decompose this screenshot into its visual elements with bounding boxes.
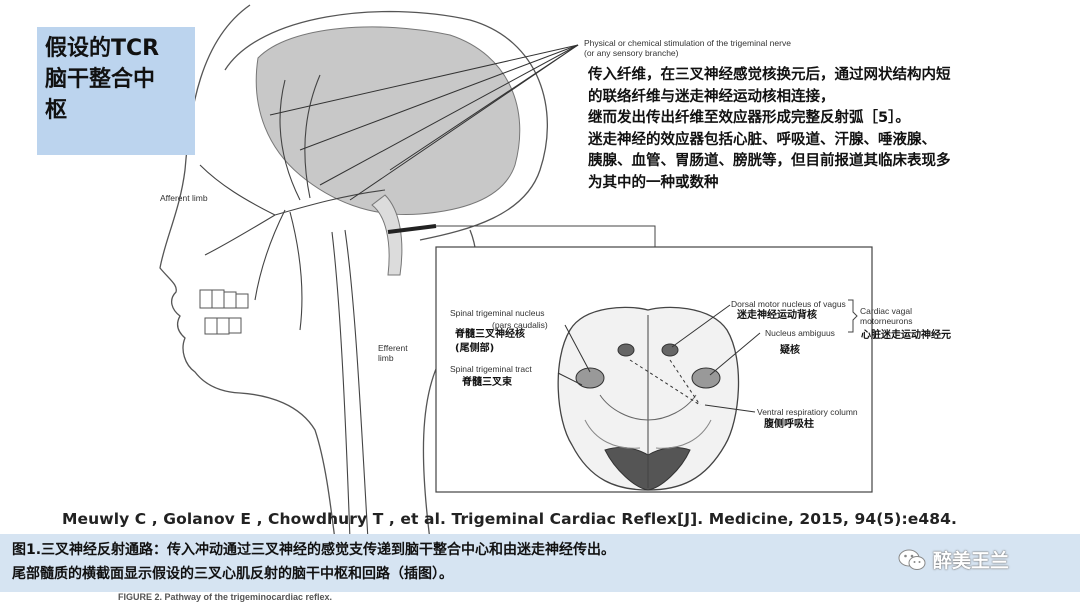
watermark-text: 醉美王兰 [933,550,1010,572]
tooth [228,317,242,334]
pointer-line [319,44,579,186]
efferent-limb-label: Efferent limb [378,343,408,363]
inset-connector [436,225,656,247]
cardiac-brace [848,299,858,333]
wechat-icon [898,549,926,570]
figure-caption-cn: 图1.三叉神经反射通路：传入冲动通过三叉神经的感觉支传递到脑干整合中心和由迷走神… [12,542,616,582]
cardiac-vagal-line2: motorneurons [860,316,913,326]
section-marker [387,224,437,234]
inset-pointer [709,332,761,376]
pointer-line [299,44,579,151]
nerve-branch-6 [304,74,321,199]
spinal-trigeminal-nucleus-label: Spinal trigeminal nucleus [450,308,545,318]
brainstem [371,194,403,276]
pars-caudalis-label: (pars caudalis) [492,320,548,330]
inset-pointer [564,324,591,373]
tooth [216,317,230,335]
inset-pointer [704,404,756,413]
stimulation-label: Physical or chemical stimulation of the … [584,38,791,58]
tooth [235,293,249,309]
vagus-nerve [344,229,369,541]
tcr-title-box: 假设的TCR 脑干整合中 枢 [37,27,195,155]
spinal-tract-cn-label: 脊髓三叉束 [462,377,512,388]
nucleus-ambiguus-label: Nucleus ambiguus [765,328,835,338]
skull-outline [224,10,548,241]
tooth [211,289,225,309]
efferent-label-line1: Efferent [378,343,408,353]
vagus-nerve-2 [331,231,351,541]
tooth [204,317,218,335]
watermark: 醉美王兰 [897,546,1009,573]
figure-caption-en: FIGURE 2. Pathway of the trigeminocardia… [118,592,333,602]
nerve-branch-2 [289,211,303,331]
tooth [199,289,213,309]
stimulation-label-line2: (or any sensory branche) [584,48,679,58]
pointer-line [389,44,579,171]
head-outline [159,4,336,541]
cardiac-vagal-line1: Cardiac vagal [860,306,912,316]
nerve-branch-4 [204,214,276,256]
nerve-branch-3 [199,164,276,216]
cardiac-vagal-label: Cardiac vagal motorneurons [860,306,912,326]
brain-region [255,26,521,216]
pointer-line [269,44,579,116]
spinal-trigeminal-tract-label: Spinal trigeminal tract [450,364,532,374]
trigeminal-nerve [274,189,386,216]
tooth [223,291,237,309]
spinal-nucleus-cn-label: 脊髓三叉神经核 [455,329,525,340]
explanation-text: 传入纤维，在三叉神经感觉核换元后，通过网状结构内短 的联络纤维与迷走神经运动核相… [588,67,951,191]
afferent-limb-label: Afferent limb [160,193,208,203]
medulla-cross-section [557,306,740,491]
nucleus-ambiguus-cn-label: 疑核 [780,345,800,356]
spinal-nucleus-cn-sub-label: (尾侧部) [455,343,495,354]
dorsal-motor-nucleus-label: Dorsal motor nucleus of vagus [731,299,846,309]
inset-pointer [671,304,731,348]
stimulation-label-line1: Physical or chemical stimulation of the … [584,38,791,48]
caption-bar [0,534,1080,592]
ventral-respiratory-label: Ventral respiratiory column [757,407,858,417]
nerve-branch-5 [279,79,301,201]
dorsal-motor-cn-label: 迷走神经运动背核 [737,310,817,321]
cardiac-vagal-cn-label: 心脏迷走运动神经元 [861,330,951,341]
inset-pointer [557,372,583,386]
nerve-branch-1 [254,209,286,301]
efferent-label-line2: limb [378,353,394,363]
ventral-respiratory-cn-label: 腹侧呼吸柱 [764,419,814,430]
reference-citation: Meuwly C , Golanov E , Chowdhury T , et … [62,510,958,528]
